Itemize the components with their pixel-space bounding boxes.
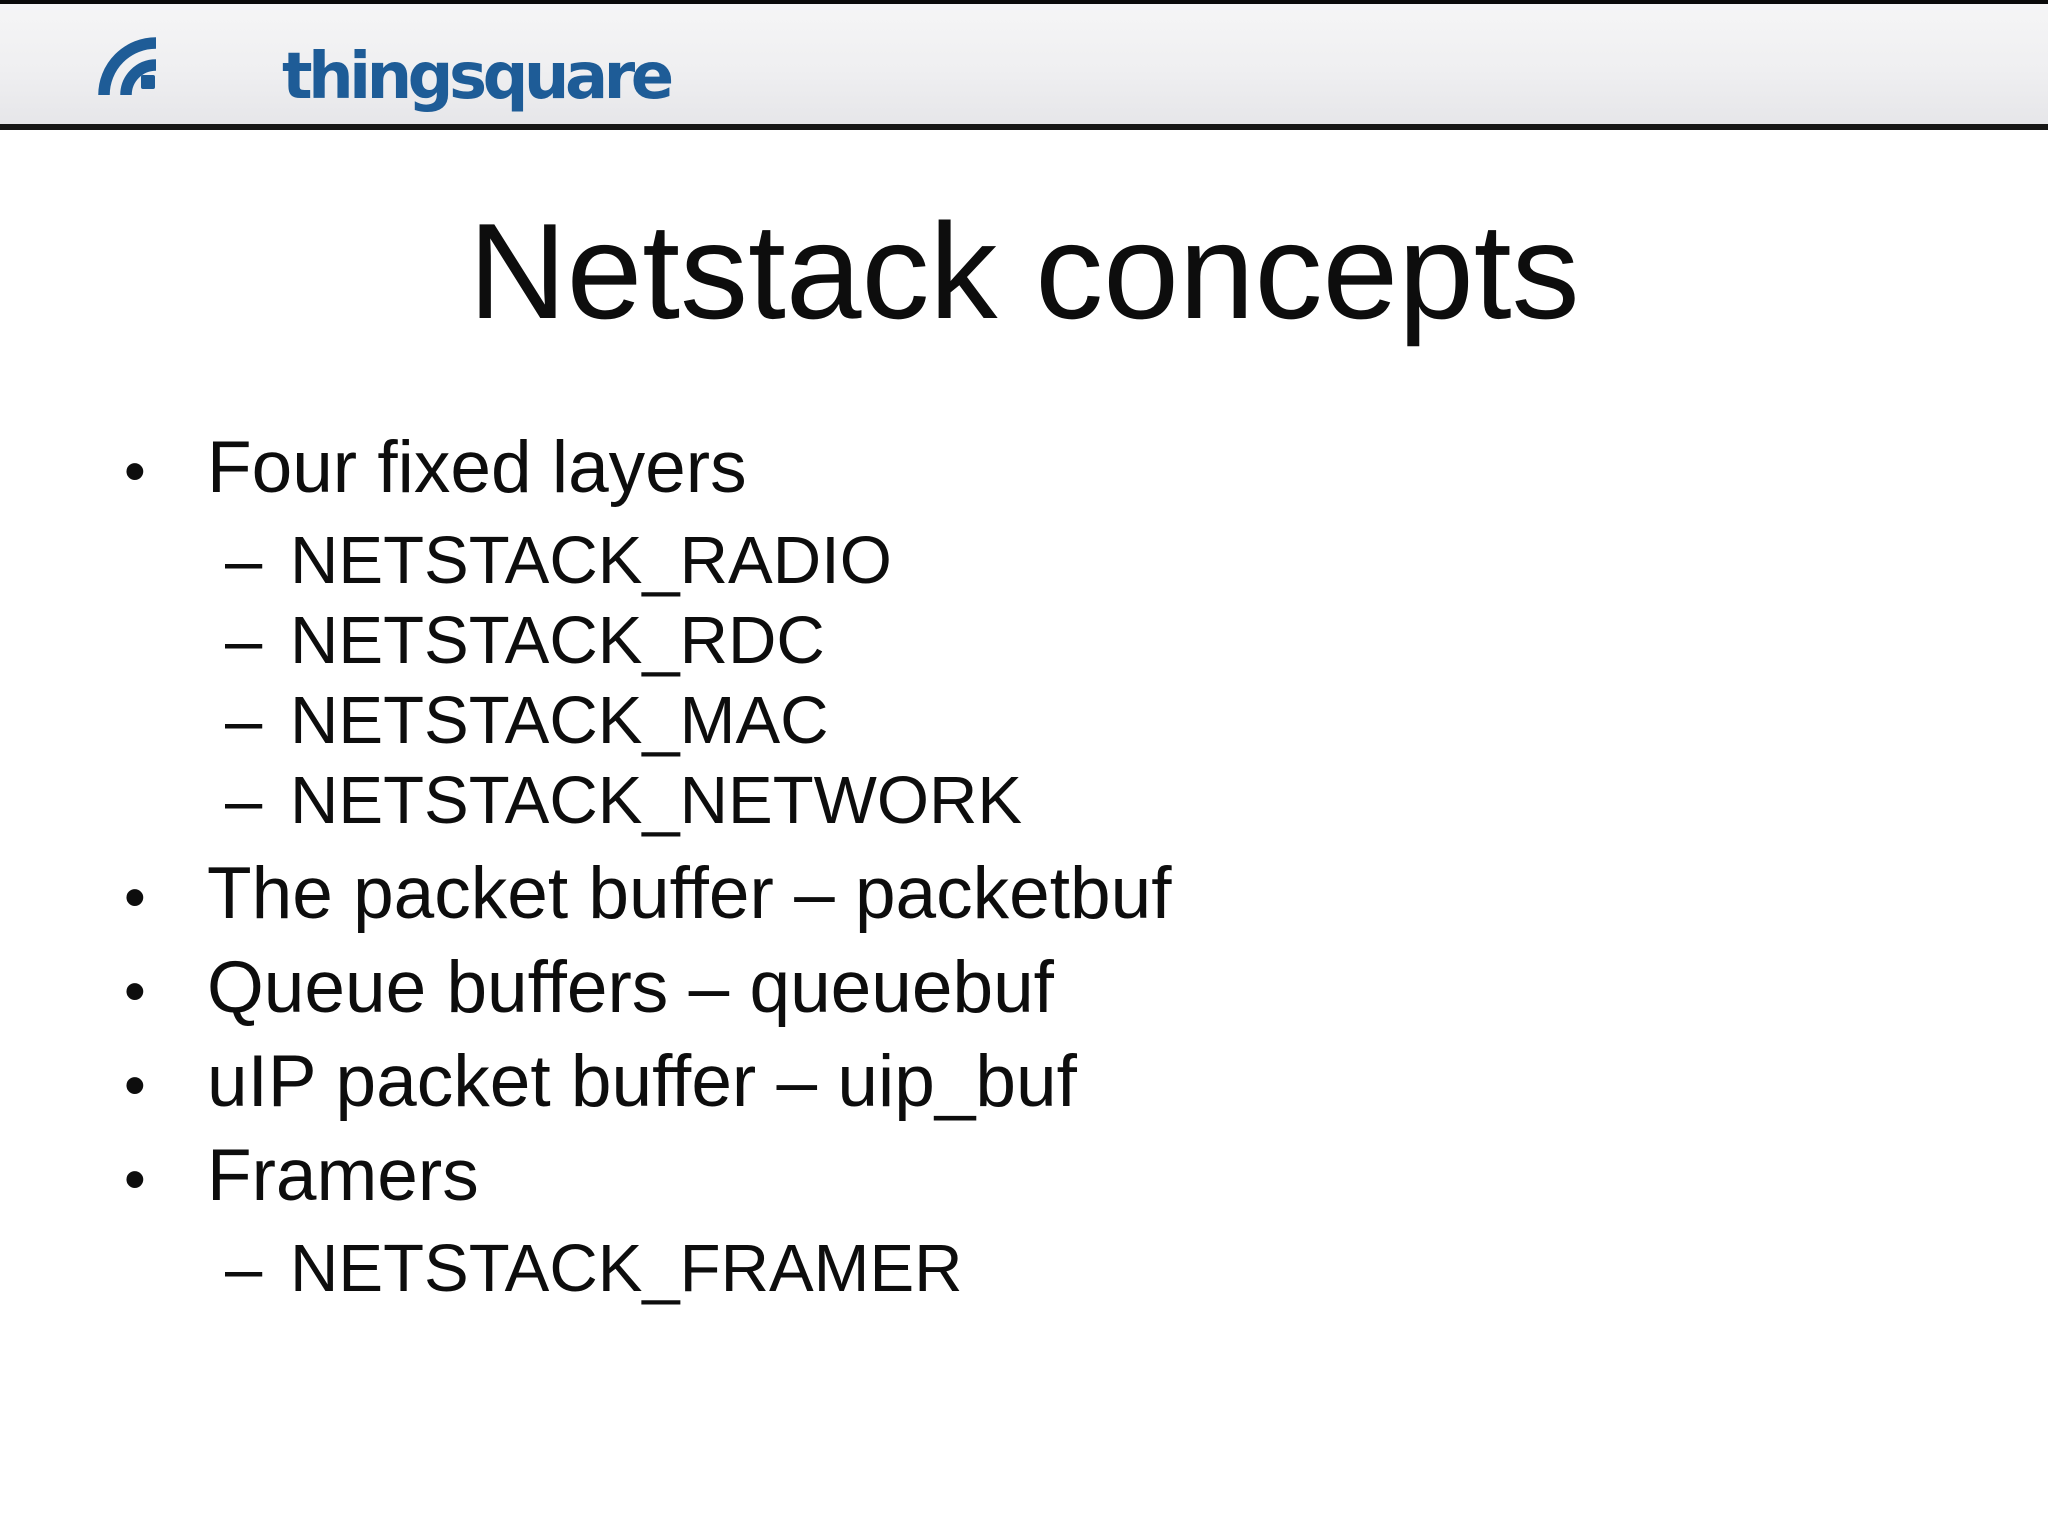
bullet-item: • Four fixed layers	[0, 423, 2048, 517]
wifi-arcs-square-icon	[98, 37, 157, 96]
thingsquare-logo: thingsquare	[98, 4, 674, 124]
bullet-item: • Framers	[0, 1131, 2048, 1225]
sub-bullet-dash: –	[225, 1231, 263, 1306]
bullet-text: NETSTACK_FRAMER	[290, 1231, 963, 1306]
bullet-text: NETSTACK_RDC	[290, 603, 825, 678]
sub-bullet-dash: –	[225, 683, 263, 758]
bullet-dot: •	[124, 957, 146, 1026]
sub-bullet-item: –NETSTACK_RDC	[0, 601, 2048, 681]
sub-bullet-item: –NETSTACK_MAC	[0, 681, 2048, 761]
bullet-dot: •	[124, 1145, 146, 1214]
bullet-dot: •	[124, 863, 146, 932]
bullet-text: uIP packet buffer – uip_buf	[207, 1041, 1077, 1122]
sub-bullet-item: –NETSTACK_FRAMER	[0, 1229, 2048, 1309]
bullet-dot: •	[124, 1051, 146, 1120]
bullet-text: The packet buffer – packetbuf	[207, 853, 1172, 934]
sub-bullet-item: –NETSTACK_NETWORK	[0, 761, 2048, 841]
sub-bullet-dash: –	[225, 523, 263, 598]
bullet-text: Framers	[207, 1135, 479, 1216]
slide-header-band: thingsquare	[0, 0, 2048, 130]
bullet-item: • uIP packet buffer – uip_buf	[0, 1037, 2048, 1131]
bullet-text: NETSTACK_NETWORK	[290, 763, 1023, 838]
bullet-text: NETSTACK_RADIO	[290, 523, 892, 598]
bullet-dot: •	[124, 437, 146, 506]
bullet-text: Four fixed layers	[207, 427, 747, 508]
bullet-item: • Queue buffers – queuebuf	[0, 943, 2048, 1037]
sub-bullet-item: –NETSTACK_RADIO	[0, 521, 2048, 601]
bullet-list: •Four fixed layers–NETSTACK_RADIO–NETSTA…	[0, 423, 2048, 1309]
logo-wordmark: thingsquare	[282, 40, 674, 114]
bullet-text: Queue buffers – queuebuf	[207, 947, 1054, 1028]
sub-bullet-dash: –	[225, 603, 263, 678]
slide-title: Netstack concepts	[468, 195, 1580, 347]
bullet-item: • The packet buffer – packetbuf	[0, 849, 2048, 943]
sub-bullet-dash: –	[225, 763, 263, 838]
bullet-text: NETSTACK_MAC	[290, 683, 829, 758]
